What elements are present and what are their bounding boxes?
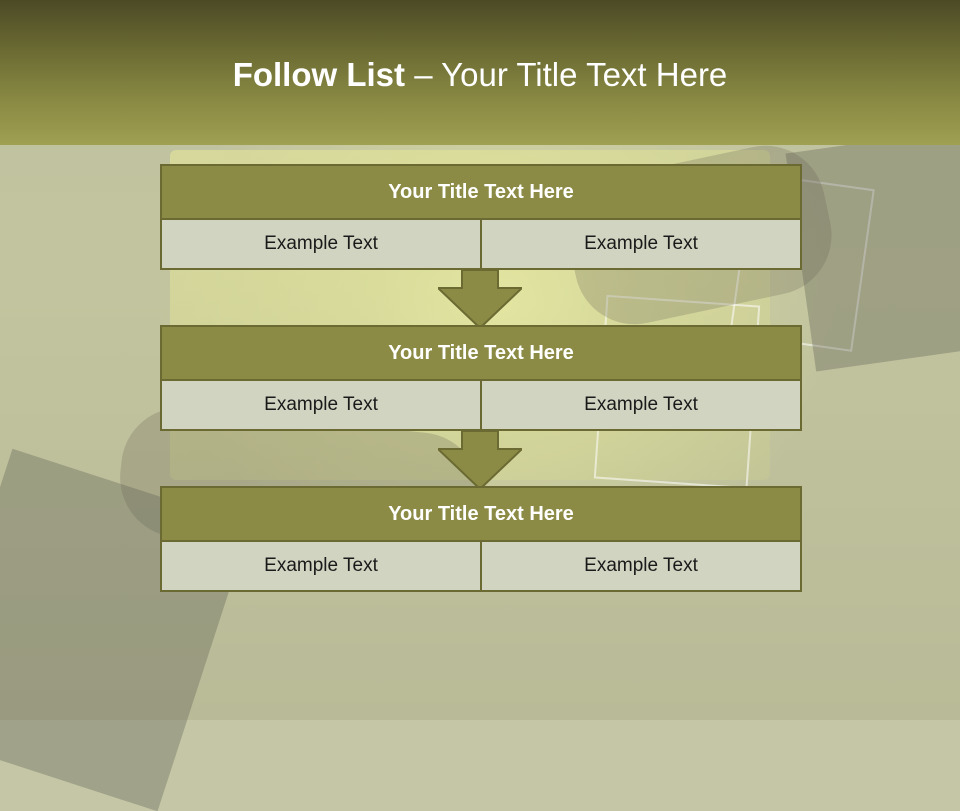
slide-title: Follow List – Your Title Text Here xyxy=(0,52,960,98)
title-bold-part: Follow List xyxy=(232,56,406,93)
step-block: Your Title Text Here Example Text Exampl… xyxy=(160,486,802,592)
header-band: Follow List – Your Title Text Here xyxy=(0,0,960,145)
step-cell-left: Example Text xyxy=(160,220,482,270)
step-cell-right: Example Text xyxy=(482,220,802,270)
step-row: Example Text Example Text xyxy=(160,381,802,431)
sleeve-shape xyxy=(785,128,960,372)
step-block: Your Title Text Here Example Text Exampl… xyxy=(160,164,802,270)
down-arrow-icon xyxy=(438,270,522,328)
step-title: Your Title Text Here xyxy=(160,325,802,381)
step-title: Your Title Text Here xyxy=(160,486,802,542)
step-block: Your Title Text Here Example Text Exampl… xyxy=(160,325,802,431)
step-row: Example Text Example Text xyxy=(160,220,802,270)
step-cell-left: Example Text xyxy=(160,542,482,592)
step-cell-right: Example Text xyxy=(482,381,802,431)
title-rest-part: – Your Title Text Here xyxy=(405,56,728,93)
step-cell-left: Example Text xyxy=(160,381,482,431)
step-row: Example Text Example Text xyxy=(160,542,802,592)
down-arrow-icon xyxy=(438,431,522,489)
step-title: Your Title Text Here xyxy=(160,164,802,220)
step-cell-right: Example Text xyxy=(482,542,802,592)
